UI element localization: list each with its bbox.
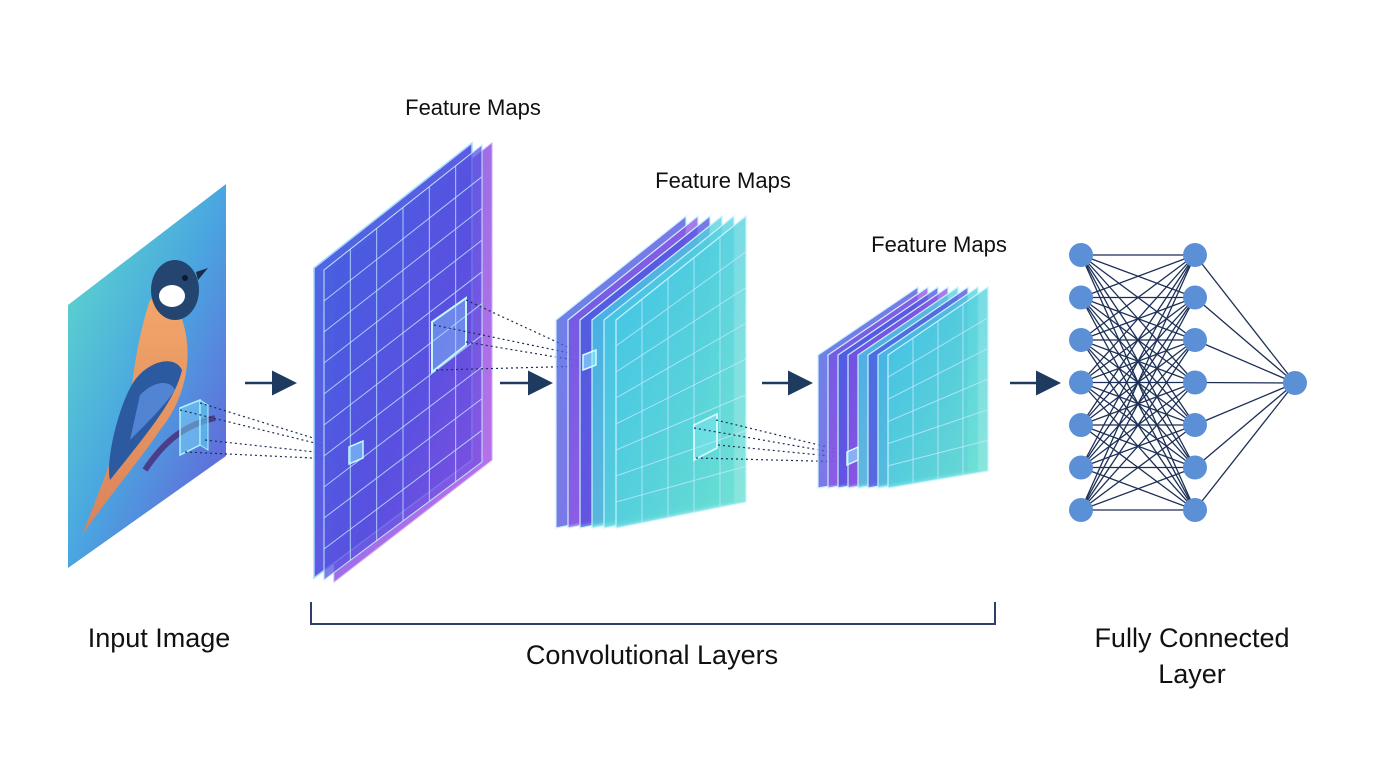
fc-input-node xyxy=(1069,285,1093,310)
convolutional-bracket xyxy=(310,602,996,625)
fc-hidden-node xyxy=(1183,370,1207,395)
map2-kernel-small xyxy=(582,348,597,372)
fc-hidden-node xyxy=(1183,243,1207,267)
bird-illustration xyxy=(82,260,208,535)
fc-edges xyxy=(1080,254,1296,511)
map3-grid xyxy=(887,304,989,484)
map1-grid xyxy=(323,165,483,561)
map2-kernel-large xyxy=(693,412,718,462)
fc-input-node xyxy=(1069,370,1093,395)
fc-hidden-node xyxy=(1183,413,1207,437)
fc-input-node xyxy=(1069,328,1093,352)
feature-maps-label-1: Feature Maps xyxy=(405,95,541,120)
fc-hidden-node xyxy=(1183,328,1207,352)
input-kernel xyxy=(179,398,209,457)
fc-input-node xyxy=(1069,455,1093,480)
fc-hidden-node xyxy=(1183,455,1207,480)
fc-output-node xyxy=(1283,371,1307,395)
map2-grid xyxy=(615,236,747,523)
map3-kernel-small xyxy=(846,445,859,467)
input-image xyxy=(68,184,226,568)
fully-connected-label-line1: Fully Connected xyxy=(1094,623,1289,653)
feature-maps-label-3: Feature Maps xyxy=(871,232,1007,257)
fc-hidden-node xyxy=(1183,285,1207,310)
fully-connected-label-line2: Layer xyxy=(1158,659,1226,689)
map1-kernel-small xyxy=(348,439,364,466)
fc-hidden-node xyxy=(1183,498,1207,522)
fc-input-node xyxy=(1069,498,1093,522)
fc-input-node xyxy=(1069,413,1093,437)
feature-maps-3 xyxy=(817,285,989,489)
convolutional-layers-label: Convolutional Layers xyxy=(526,640,778,670)
input-image-label: Input Image xyxy=(88,623,231,653)
feature-maps-2 xyxy=(555,214,747,529)
feature-maps-label-2: Feature Maps xyxy=(655,168,791,193)
map1-kernel-large xyxy=(431,296,467,375)
feature-maps-1 xyxy=(313,141,493,584)
fc-input-node xyxy=(1069,243,1093,267)
fully-connected-network xyxy=(1069,243,1307,522)
